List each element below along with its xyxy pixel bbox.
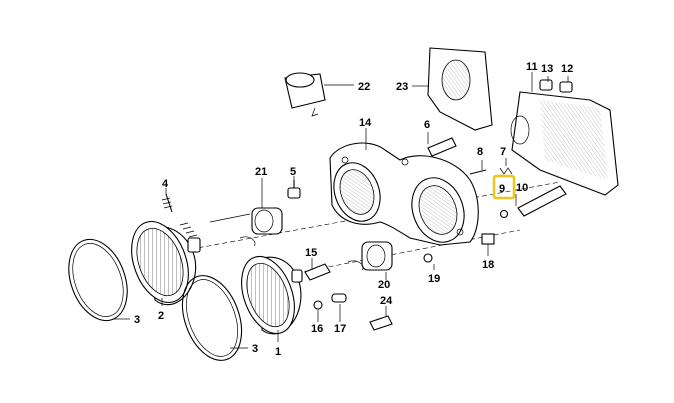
label-part-7: 7 [500,146,506,158]
label-part-5: 5 [290,166,296,178]
label-part-19: 19 [428,273,440,285]
label-part-20: 20 [378,279,390,291]
label-part-18: 18 [482,259,494,271]
label-part-2: 2 [158,310,164,322]
spring-7 [499,167,513,175]
bulb-16 [313,300,323,310]
upper-cover [427,47,493,131]
label-part-24: 24 [380,295,393,307]
clip-18 [481,233,495,245]
bolt-5 [287,180,301,199]
label-part-4: 4 [162,178,169,190]
label-part-13: 13 [541,63,553,75]
trim-ring-large [68,238,128,322]
label-part-9: 9 [499,183,505,195]
screw-8 [469,169,487,175]
connector-24 [369,315,393,331]
leader-lines [114,72,569,349]
bulb-15 [304,263,331,281]
clip-12 [559,81,573,93]
rear-cover [510,91,619,196]
cover-cap [284,72,326,117]
label-part-1: 1 [275,346,281,358]
label-part-22: 22 [358,81,370,93]
label-part-23: 23 [396,81,408,93]
adjusting-screw [161,193,198,238]
label-part-3b: 3 [252,343,258,355]
headlight-housing [329,142,479,246]
adjuster-10 [517,185,567,217]
trim-ring-small [181,275,243,361]
part-labels: 1 2 3 3 4 5 6 7 8 9 10 11 12 13 14 15 16… [134,61,573,358]
label-part-11: 11 [526,61,538,73]
label-part-15: 15 [305,247,317,259]
pin-6 [427,137,457,157]
label-part-17: 17 [334,323,346,335]
highlight-box-part-9 [492,174,516,200]
bulb-17 [331,293,347,303]
label-part-3a: 3 [134,314,140,326]
label-part-6: 6 [424,119,430,131]
label-part-14: 14 [359,117,372,129]
label-part-21: 21 [255,166,267,178]
bulb-socket-right [347,241,393,271]
label-part-12: 12 [561,63,573,75]
headlight-lens-large [131,220,201,306]
screw-19 [423,253,433,263]
clip-13 [539,79,553,91]
nut-9 [499,209,509,219]
label-part-8: 8 [477,146,483,158]
label-part-10: 10 [516,182,528,194]
label-part-16: 16 [311,323,323,335]
headlight-lens-small [241,255,303,335]
bulb-socket-left [209,207,283,247]
